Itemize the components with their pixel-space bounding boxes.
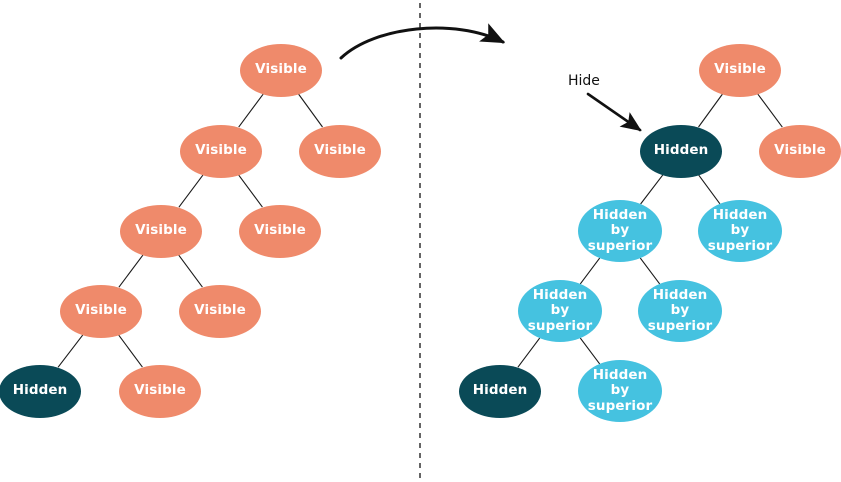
- tree-edge: [178, 174, 204, 208]
- tree-node-visible[interactable]: Visible: [180, 124, 262, 178]
- tree-node-visible[interactable]: Visible: [179, 284, 261, 338]
- tree-edge: [698, 93, 723, 128]
- hide-arrow: [586, 92, 642, 132]
- tree-node-label: Visible: [774, 142, 826, 159]
- tree-node-visible[interactable]: Visible: [240, 43, 322, 97]
- tree-node-label: Visible: [314, 142, 366, 159]
- tree-node-hidden-by-superior[interactable]: Hidden by superior: [578, 360, 662, 422]
- tree-node-visible[interactable]: Visible: [759, 124, 841, 178]
- tree-node-label: Hidden by superior: [707, 207, 773, 254]
- tree-node-visible[interactable]: Visible: [120, 204, 202, 258]
- tree-node-visible[interactable]: Visible: [699, 43, 781, 97]
- tree-node-hidden[interactable]: Hidden: [0, 364, 81, 418]
- tree-edge: [757, 93, 783, 128]
- tree-edge: [118, 334, 143, 368]
- tree-edge: [639, 257, 661, 285]
- tree-edge: [238, 93, 264, 128]
- tree-node-visible[interactable]: Visible: [119, 364, 201, 418]
- tree-edge: [579, 337, 601, 365]
- hide-annotation-label: Hide: [568, 73, 600, 89]
- tree-edge: [178, 254, 203, 288]
- tree-edge: [698, 174, 721, 205]
- tree-node-label: Hidden by superior: [527, 287, 593, 334]
- tree-node-visible[interactable]: Visible: [299, 124, 381, 178]
- tree-node-hidden-by-superior[interactable]: Hidden by superior: [518, 280, 602, 342]
- tree-node-hidden-by-superior[interactable]: Hidden by superior: [638, 280, 722, 342]
- tree-node-label: Visible: [714, 61, 766, 78]
- tree-edge: [238, 174, 263, 208]
- tree-node-label: Visible: [134, 382, 186, 399]
- tree-node-visible[interactable]: Visible: [60, 284, 142, 338]
- tree-node-label: Visible: [135, 222, 187, 239]
- tree-node-label: Hidden by superior: [587, 207, 653, 254]
- tree-node-hidden[interactable]: Hidden: [459, 364, 541, 418]
- tree-node-label: Hidden: [472, 382, 528, 399]
- tree-edge: [640, 174, 664, 205]
- tree-node-label: Hidden by superior: [587, 367, 653, 414]
- tree-node-label: Hidden by superior: [647, 287, 713, 334]
- transform-curved-arrow: [339, 23, 506, 60]
- tree-edge: [118, 254, 144, 288]
- tree-node-visible[interactable]: Visible: [239, 204, 321, 258]
- tree-node-label: Visible: [255, 61, 307, 78]
- tree-node-hidden[interactable]: Hidden: [640, 124, 722, 178]
- tree-edge: [57, 334, 84, 368]
- tree-node-label: Visible: [75, 302, 127, 319]
- tree-node-hidden-by-superior[interactable]: Hidden by superior: [578, 200, 662, 262]
- tree-node-label: Hidden: [653, 142, 709, 159]
- tree-node-label: Visible: [254, 222, 306, 239]
- tree-node-hidden-by-superior[interactable]: Hidden by superior: [698, 200, 782, 262]
- tree-edge: [517, 337, 541, 368]
- tree-edge: [298, 93, 323, 128]
- tree-node-label: Visible: [194, 302, 246, 319]
- tree-edge: [579, 257, 601, 285]
- tree-node-label: Visible: [195, 142, 247, 159]
- tree-node-label: Hidden: [12, 382, 68, 399]
